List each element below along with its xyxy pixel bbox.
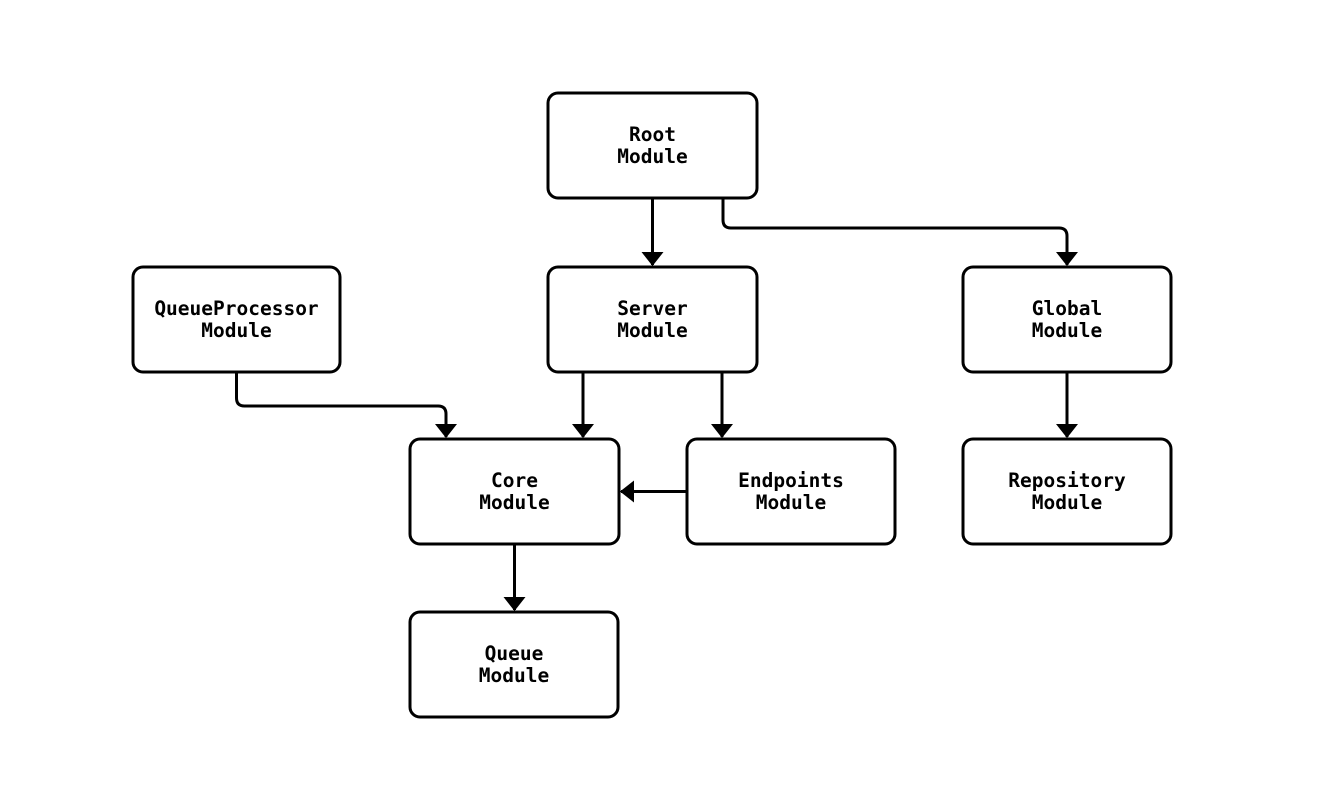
node-queue-module: Queue Module	[408, 610, 620, 719]
node-core-module: Core Module	[408, 437, 621, 546]
node-queueprocessor-module-box	[131, 265, 342, 374]
node-core-module-label-line2: Module	[479, 491, 549, 514]
node-global-module: Global Module	[961, 265, 1173, 374]
node-core-module-box	[408, 437, 621, 546]
node-global-module-label-line2: Module	[1032, 319, 1102, 342]
node-server-module-label-line1: Server	[617, 297, 687, 320]
node-root-module: Root Module	[546, 91, 759, 200]
node-core-module-label-line1: Core	[491, 469, 538, 492]
node-endpoints-module-label-line2: Module	[756, 491, 826, 514]
node-root-module-box	[546, 91, 759, 200]
node-repository-module-label-line2: Module	[1032, 491, 1102, 514]
node-root-module-label-line2: Module	[617, 145, 687, 168]
node-endpoints-module: Endpoints Module	[685, 437, 897, 546]
node-queueprocessor-module-label-line2: Module	[201, 319, 271, 342]
node-server-module-box	[546, 265, 759, 374]
node-repository-module: Repository Module	[961, 437, 1173, 546]
node-queueprocessor-module-label-line1: QueueProcessor	[154, 297, 318, 320]
node-server-module-label-line2: Module	[617, 319, 687, 342]
node-queue-module-label-line2: Module	[479, 664, 549, 687]
node-queue-module-box	[408, 610, 620, 719]
node-queueprocessor-module: QueueProcessor Module	[131, 265, 342, 374]
node-queue-module-label-line1: Queue	[485, 642, 544, 665]
node-repository-module-box	[961, 437, 1173, 546]
node-server-module: Server Module	[546, 265, 759, 374]
node-repository-module-label-line1: Repository	[1008, 469, 1126, 492]
node-global-module-label-line1: Global	[1032, 297, 1102, 320]
node-endpoints-module-label-line1: Endpoints	[738, 469, 844, 492]
edge-queueprocessor-module-to-core-module	[235, 372, 457, 438]
edge-root-module-to-global-module	[721, 198, 1078, 266]
node-root-module-label-line1: Root	[629, 123, 676, 146]
node-global-module-box	[961, 265, 1173, 374]
node-endpoints-module-box	[685, 437, 897, 546]
